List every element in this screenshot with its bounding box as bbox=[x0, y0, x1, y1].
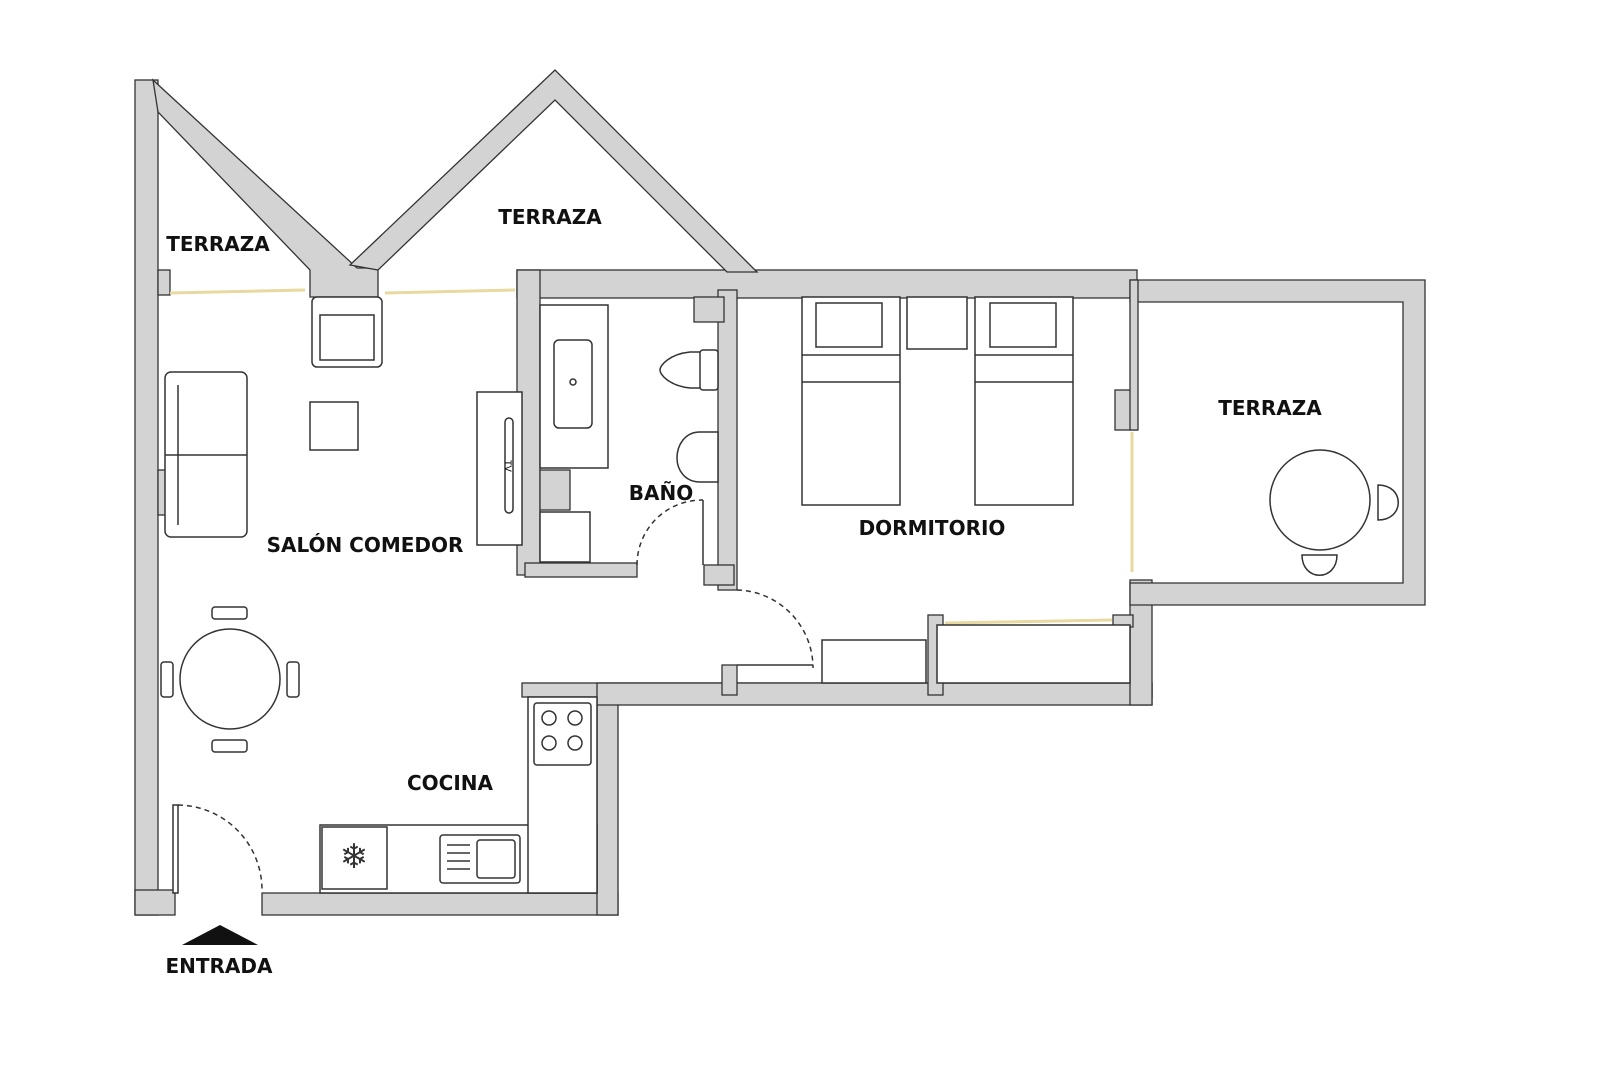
window-wardrobe bbox=[944, 618, 1113, 625]
wall-diagonal-left bbox=[152, 78, 379, 298]
wall-bath-door-jamb bbox=[703, 564, 735, 586]
dining-table bbox=[179, 628, 281, 730]
kitchen-furniture: ❄ bbox=[319, 696, 598, 894]
doors bbox=[172, 499, 814, 945]
toilet bbox=[659, 351, 711, 389]
tv-unit bbox=[476, 391, 523, 546]
bed-left bbox=[801, 296, 901, 506]
windows bbox=[169, 288, 1134, 625]
bedroom-furniture bbox=[801, 296, 1131, 684]
dresser bbox=[821, 639, 927, 684]
terrace-chair-bottom bbox=[1301, 554, 1338, 576]
dining-chair-right bbox=[286, 661, 300, 698]
nightstand bbox=[906, 296, 968, 350]
wall-bath-bottom bbox=[524, 562, 638, 578]
pillow-right bbox=[989, 302, 1057, 348]
bath-door-swing bbox=[636, 499, 704, 566]
snowflake-icon: ❄ bbox=[340, 839, 369, 876]
entry-door-leaf bbox=[172, 804, 179, 894]
label-salon-comedor: SALÓN COMEDOR bbox=[267, 533, 464, 557]
window-terrace-center bbox=[384, 288, 516, 295]
label-bano: BAÑO bbox=[629, 481, 693, 505]
dining-chair-top bbox=[211, 606, 248, 620]
wall-kitchen-right bbox=[596, 696, 619, 916]
wall-dorm-bottom bbox=[596, 682, 1153, 706]
bathroom-furniture bbox=[539, 304, 719, 563]
wall-dorm-door-jamb bbox=[721, 664, 738, 696]
drainboard-icon bbox=[447, 844, 470, 870]
label-terraza-left: TERRAZA bbox=[166, 232, 270, 256]
bathtub bbox=[539, 304, 609, 469]
wall-bottom bbox=[261, 892, 619, 916]
dorm-door-swing bbox=[736, 589, 814, 669]
armchair bbox=[311, 296, 383, 368]
wall-dorm-left bbox=[717, 289, 738, 591]
wall-left bbox=[134, 79, 159, 916]
stove bbox=[533, 702, 592, 766]
tv bbox=[504, 417, 514, 514]
walls bbox=[134, 69, 1426, 916]
label-terraza-center: TERRAZA bbox=[498, 205, 602, 229]
wall-entry-left bbox=[134, 889, 176, 916]
kitchen-sink bbox=[439, 834, 521, 884]
wall-diagonal-center bbox=[348, 69, 759, 273]
label-entrada: ENTRADA bbox=[165, 954, 273, 978]
label-terraza-right: TERRAZA bbox=[1218, 396, 1322, 420]
wall-stub-left bbox=[157, 269, 171, 296]
pillow-left bbox=[815, 302, 883, 348]
entrance-arrow-icon bbox=[182, 925, 258, 945]
terrace-table bbox=[1269, 449, 1371, 551]
armchair-seat bbox=[319, 314, 375, 361]
salon-furniture: TV bbox=[160, 296, 523, 753]
washbasin bbox=[676, 431, 719, 483]
label-cocina: COCINA bbox=[407, 771, 494, 795]
entry-door-swing bbox=[177, 804, 263, 891]
terrace-chair-right bbox=[1377, 484, 1399, 521]
wall-terrace-right bbox=[1129, 279, 1426, 606]
dining-chair-left bbox=[160, 661, 174, 698]
wall-dorm-right-upper bbox=[1129, 279, 1139, 431]
shower-tray bbox=[539, 511, 591, 563]
coffee-table bbox=[309, 401, 359, 451]
dining-chair-bottom bbox=[211, 739, 248, 753]
room-labels: TERRAZA TERRAZA TERRAZA SALÓN COMEDOR BA… bbox=[165, 205, 1322, 978]
wall-bath-niche bbox=[539, 469, 571, 511]
wardrobe bbox=[936, 624, 1131, 684]
window-terrace-left bbox=[169, 288, 306, 295]
tv-label: TV bbox=[502, 459, 512, 472]
terrace-furniture bbox=[1269, 449, 1399, 576]
fridge bbox=[321, 826, 388, 890]
wall-dorm-top bbox=[516, 269, 1138, 299]
wall-bath-corner bbox=[693, 296, 725, 323]
label-dormitorio: DORMITORIO bbox=[859, 516, 1006, 540]
